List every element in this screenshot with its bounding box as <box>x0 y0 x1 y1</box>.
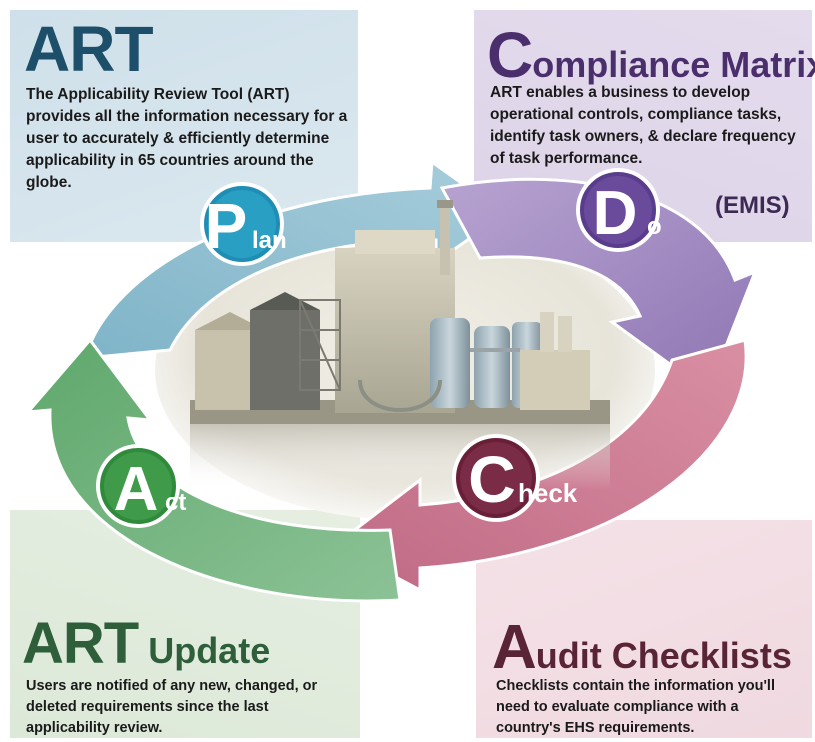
do-arrow <box>439 177 758 395</box>
plan-panel-description: The Applicability Review Tool (ART) prov… <box>26 86 348 191</box>
check-panel-title-initial: A <box>492 613 537 682</box>
act-badge-letter: A <box>114 455 159 524</box>
act-arrow <box>24 337 402 603</box>
check-badge: C heck <box>452 434 578 522</box>
do-panel-note: (EMIS) <box>715 192 790 219</box>
act-panel-description: Users are notified of any new, changed, … <box>26 678 318 736</box>
do-badge: D o <box>576 168 662 252</box>
do-panel-title-rest: ompliance Matrix <box>532 44 815 85</box>
check-arrow <box>332 338 748 593</box>
plan-panel-title: ART <box>24 13 154 85</box>
check-badge-letter: C <box>468 442 516 516</box>
check-panel-title-rest: udit Checklists <box>535 635 792 676</box>
act-badge: A ct <box>96 444 186 528</box>
plan-arrow <box>82 159 508 360</box>
act-panel-title-initial: ART <box>22 611 139 676</box>
factory-illustration <box>190 200 610 490</box>
do-panel-title: Compliance Matrix <box>487 18 815 92</box>
plan-panel <box>10 10 358 242</box>
do-panel-description: ART enables a business to develop operat… <box>490 84 796 167</box>
act-panel-title: ART Update <box>22 610 270 677</box>
plan-badge-letter: P <box>205 190 248 262</box>
plan-badge: P lan <box>200 182 287 266</box>
plan-badge-text: lan <box>252 227 287 254</box>
check-badge-text: heck <box>518 478 578 508</box>
do-badge-letter: D <box>593 179 638 248</box>
do-panel-title-initial: C <box>487 19 533 91</box>
check-panel <box>476 520 812 738</box>
do-badge-text: o <box>647 213 662 240</box>
act-panel-title-rest: Update <box>138 630 271 671</box>
act-badge-text: ct <box>165 489 186 516</box>
check-panel-description: Checklists contain the information you'l… <box>496 678 775 736</box>
check-panel-title: Audit Checklists <box>492 612 792 683</box>
